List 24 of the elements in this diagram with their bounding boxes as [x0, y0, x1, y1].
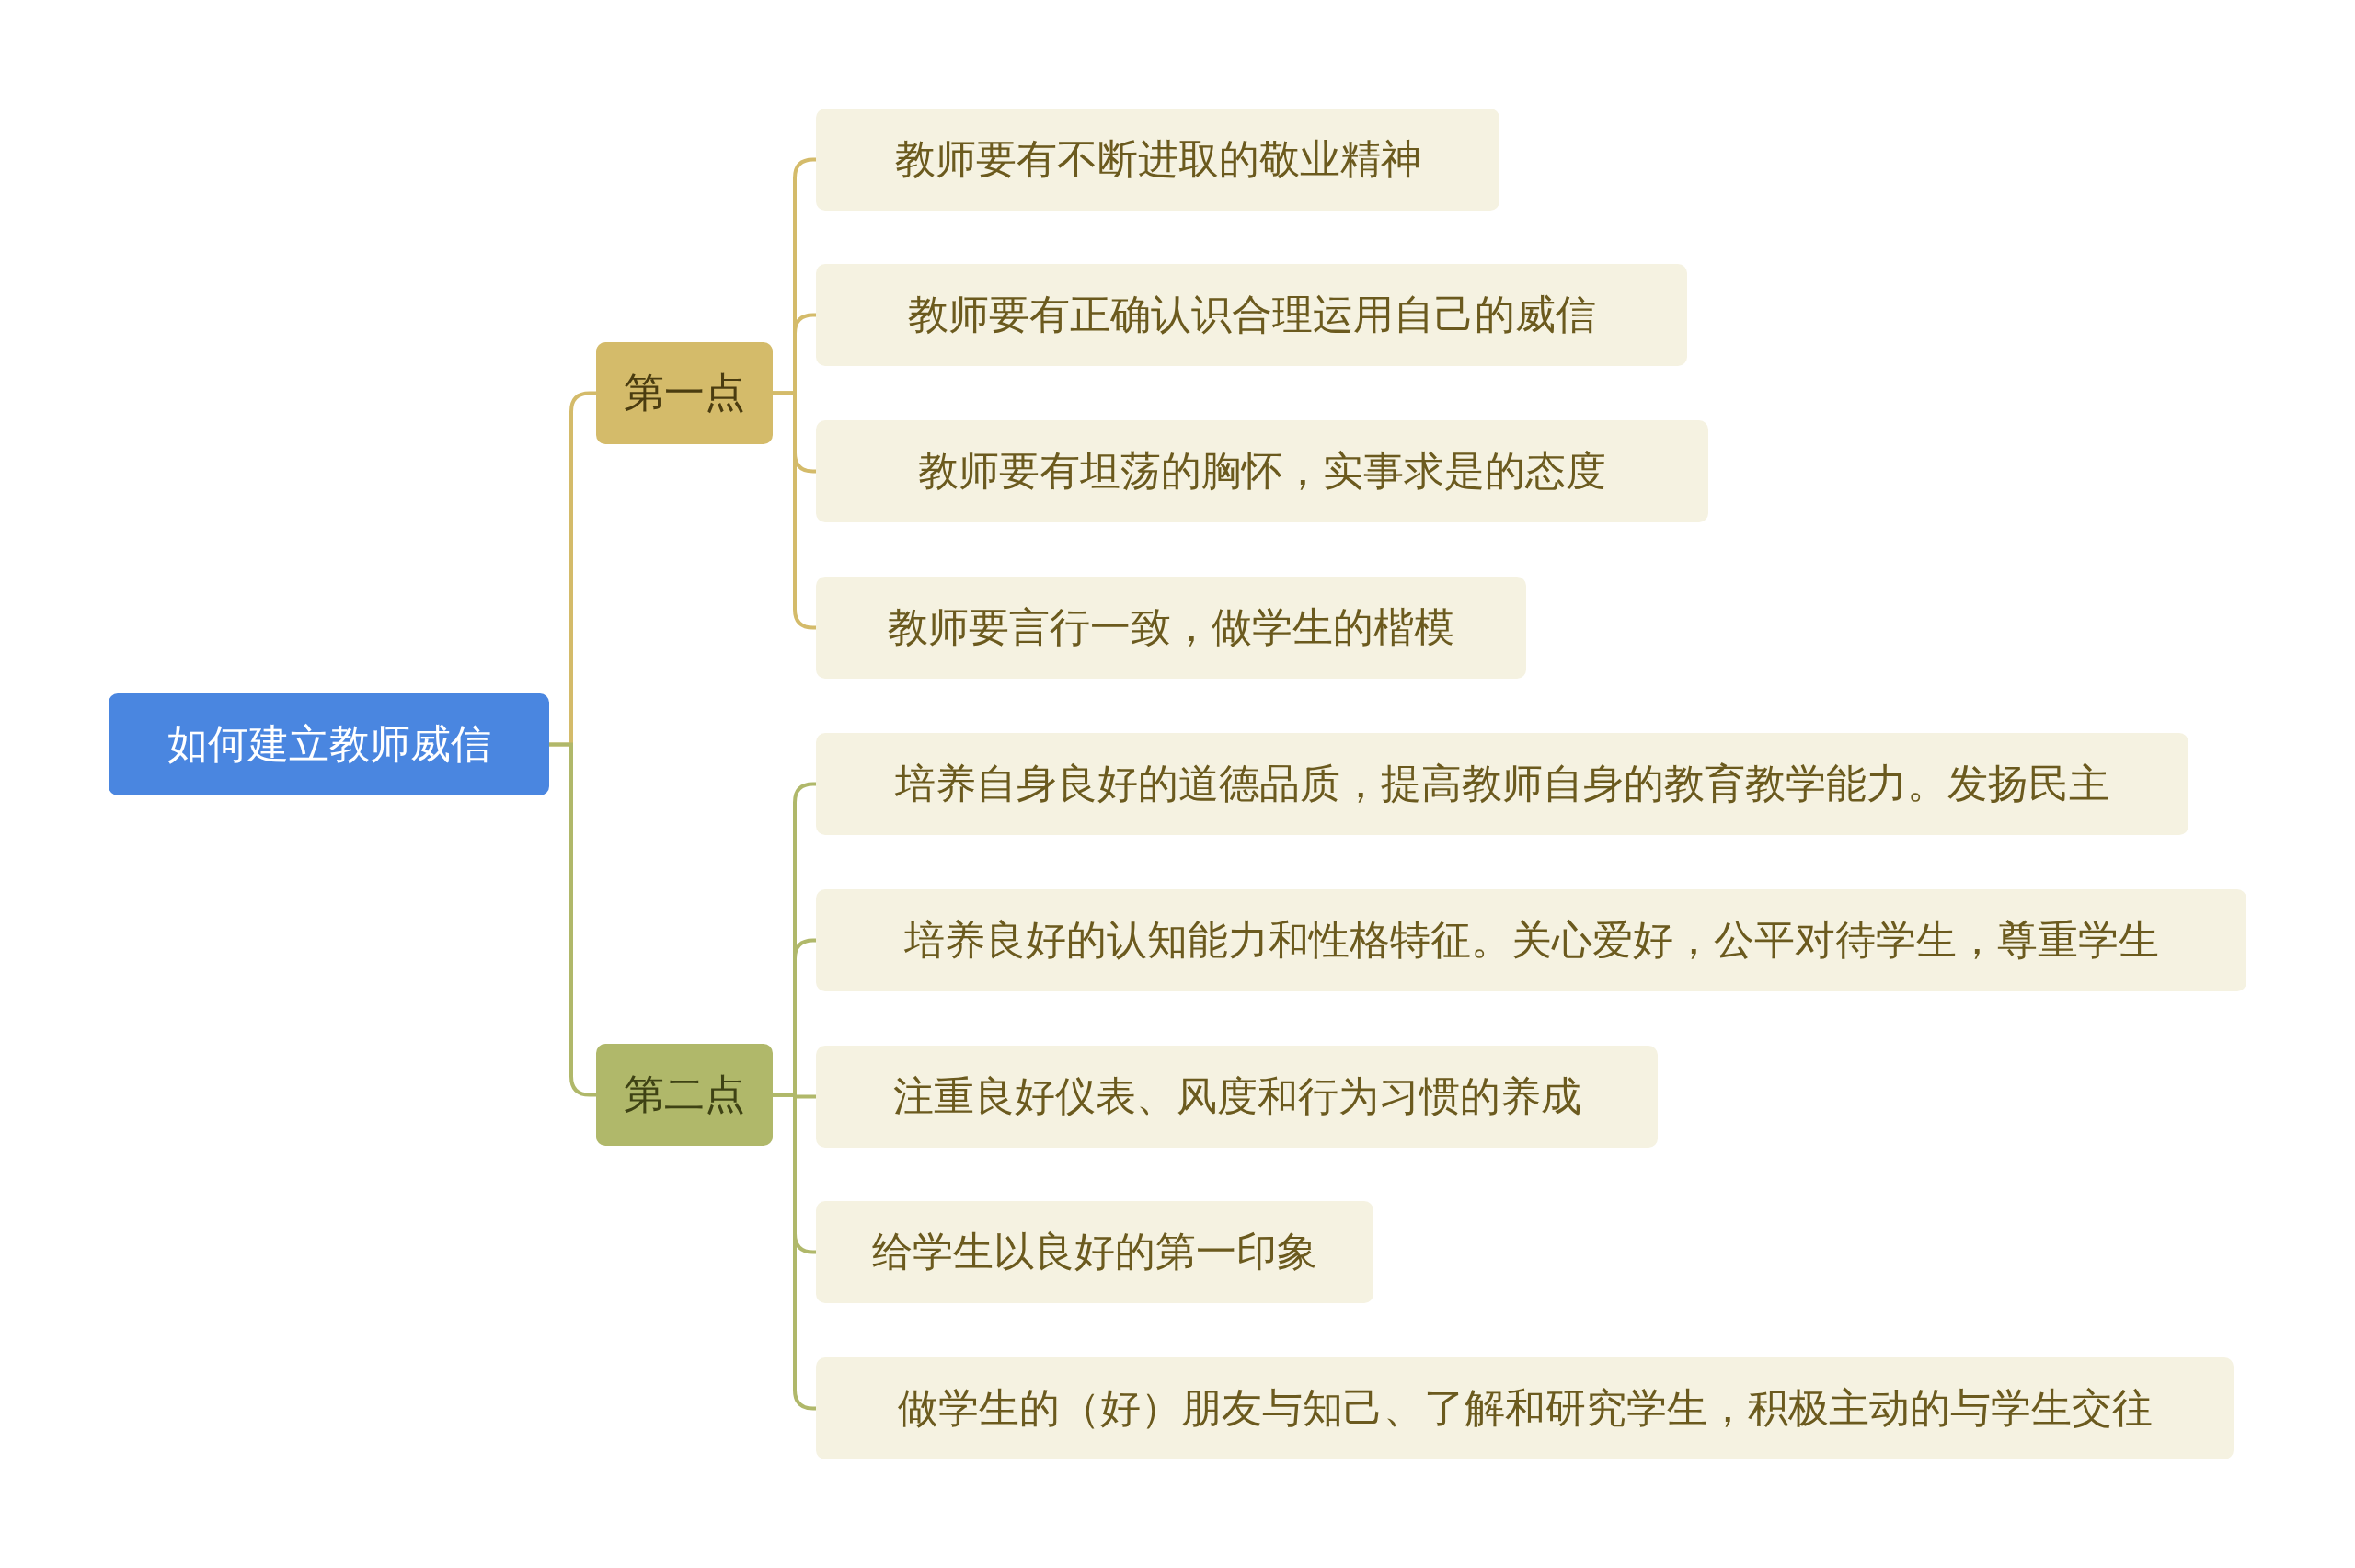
topic-text: 做学生的（好）朋友与知己、了解和研究学生，积极主动的与学生交往 — [897, 1383, 2153, 1433]
root-topic-box — [109, 693, 549, 795]
subtopic-box — [816, 420, 1708, 522]
topic-text: 第一点 — [624, 368, 745, 418]
subtopic-box — [816, 733, 2188, 835]
topic-text: 培养良好的认知能力和性格特征。关心爱好，公平对待学生，尊重学生 — [903, 915, 2159, 965]
subtopic-box — [816, 264, 1687, 366]
branch-topic-box — [596, 342, 773, 444]
topic-text: 教师要有不断进取的敬业精神 — [894, 134, 1421, 184]
topic-text: 如何建立教师威信 — [167, 719, 491, 769]
topic-text: 第二点 — [624, 1070, 745, 1119]
topic-text: 注重良好仪表、风度和行为习惯的养成 — [892, 1071, 1581, 1121]
topic-text: 教师要有坦荡的胸怀，实事求是的态度 — [918, 446, 1606, 496]
topic-text: 培养自身良好的道德品质，提高教师自身的教育教学能力。发扬民主 — [895, 759, 2109, 808]
subtopic-box — [816, 889, 2246, 991]
subtopic-box — [816, 1357, 2234, 1459]
topic-text: 给学生以良好的第一印象 — [872, 1227, 1317, 1276]
branch-topic-box — [596, 1044, 773, 1146]
topic-text: 教师要言行一致，做学生的楷模 — [888, 602, 1454, 652]
topic-text: 教师要有正确认识合理运用自己的威信 — [907, 290, 1596, 339]
subtopic-box — [816, 1201, 1373, 1303]
subtopic-box — [816, 1046, 1658, 1148]
subtopic-box — [816, 577, 1526, 679]
subtopic-box — [816, 109, 1499, 211]
